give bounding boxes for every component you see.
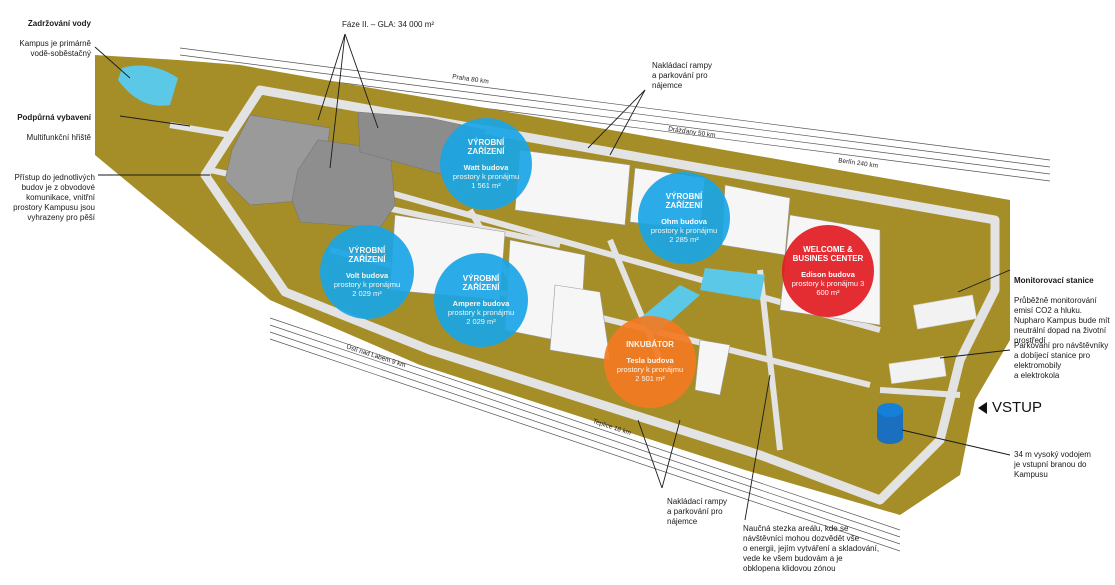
building-circle-ohm[interactable]: VÝROBNÍ ZAŘÍZENÍ Ohm budova prostory k p… [638,172,730,264]
building-volt-title: VÝROBNÍ ZAŘÍZENÍ [348,245,386,265]
building-edison-desc: prostory k pronájmu 3 600 m² [791,278,865,298]
building-ohm-name: Ohm budova [661,216,707,226]
leader-lines [94,33,1011,521]
building-volt-name: Volt budova [345,270,389,280]
annotation-ramps-bottom: Nakládací rampy a parkování pro nájemce [667,497,728,526]
transport-lines-bottom [269,317,901,552]
building-ampere-title: VÝROBNÍ ZAŘÍZENÍ [462,273,500,293]
building-tesla-name: Tesla budova [626,355,674,365]
building-edison-name: Edison budova [801,269,855,279]
entrance-marker: VSTUP [978,399,1042,416]
building-circle-watt[interactable]: VÝROBNÍ ZAŘÍZENÍ Watt budova prostory k … [440,118,532,210]
building-volt-desc: prostory k pronájmu 2 029 m² [333,279,401,299]
building-tesla-desc: prostory k pronájmu 2 501 m² [616,364,684,384]
annotation-phase: Fáze II. – GLA: 34 000 m² [342,20,435,29]
annotation-parking: Parkování pro návštěvníky a dobíjecí sta… [1014,341,1109,380]
building-circle-tesla[interactable]: INKUBÁTOR Tesla budova prostory k pronáj… [604,316,696,408]
building-circle-volt[interactable]: VÝROBNÍ ZAŘÍZENÍ Volt budova prostory k … [320,225,414,319]
annotation-monitoring-text: Průběžně monitorování emisí CO2 a hluku.… [1014,296,1110,345]
building-watt-desc: prostory k pronájmu 1 561 m² [452,171,520,191]
annotation-sport: Podpůrná vybavení Multifunkční hřiště [5,103,91,143]
building-ohm-desc: prostory k pronájmu 2 285 m² [650,225,718,245]
annotation-trail: Naučná stezka areálu, kde se návštěvníci… [743,524,880,573]
annotation-sport-text: Multifunkční hřiště [26,133,91,142]
building-ohm-title: VÝROBNÍ ZAŘÍZENÍ [665,191,703,211]
annotation-water-text: Kampus je primárně vodě-soběstačný [19,39,91,58]
building-circle-ampere[interactable]: VÝROBNÍ ZAŘÍZENÍ Ampere budova prostory … [434,253,528,347]
annotation-water-title: Zadržování vody [27,19,91,28]
annotation-access: Přístup do jednotlivých budov je z obvod… [13,173,95,222]
annotation-water-retention: Zadržování vody Kampus je primárně vodě-… [5,9,91,59]
building-watt-title: VÝROBNÍ ZAŘÍZENÍ [467,137,505,157]
building-circle-edison[interactable]: WELCOME & BUSINES CENTER Edison budova p… [782,225,874,317]
water-channel-right [700,268,765,300]
entrance-label: VSTUP [992,399,1043,416]
perimeter-road [200,85,1000,505]
building-edison-title: WELCOME & BUSINES CENTER [792,244,864,264]
building-watt-name: Watt budova [463,162,509,172]
annotation-water-tower: 34 m vysoký vodojem je vstupní branou do… [1014,450,1091,479]
building-ampere-name: Ampere budova [452,298,510,308]
annotation-monitoring: Monitorovací stanice Průběžně monitorová… [1014,266,1114,346]
water-retention-pond [118,65,178,106]
visitor-parking [888,294,977,384]
annotation-ramps-top: Nakládací rampy a parkování pro nájemce [652,61,713,90]
building-ampere-desc: prostory k pronájmu 2 029 m² [447,307,515,327]
phase-two-buildings [224,111,486,229]
annotation-monitoring-title: Monitorovací stanice [1014,276,1094,285]
annotation-sport-title: Podpůrná vybavení [17,113,91,122]
arrow-left-icon [978,401,987,414]
water-tower [877,403,903,444]
building-tesla-title: INKUBÁTOR [626,340,674,350]
